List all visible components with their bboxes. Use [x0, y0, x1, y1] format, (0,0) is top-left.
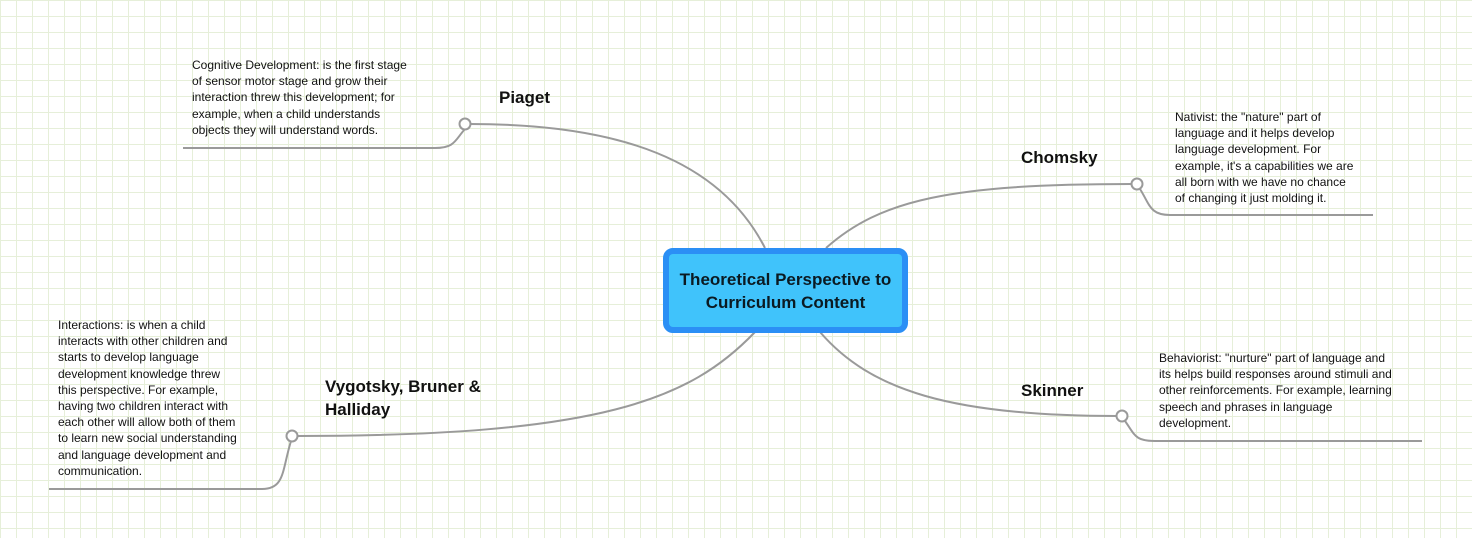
connector-skinner-note: [1124, 420, 1422, 442]
topic-chomsky[interactable]: Chomsky: [1021, 148, 1098, 167]
node-handle-vygotsky: [285, 429, 299, 443]
note-vygotsky[interactable]: Interactions: is when a child interacts …: [58, 318, 237, 478]
node-handle-chomsky: [1130, 177, 1144, 191]
connector-skinner: [819, 331, 1118, 417]
note-chomsky[interactable]: Nativist: the "nature" part of language …: [1175, 110, 1354, 206]
topic-skinner[interactable]: Skinner: [1021, 381, 1084, 400]
central-topic-title: Theoretical Perspective to Curriculum Co…: [679, 269, 892, 312]
connector-chomsky: [825, 183, 1133, 249]
node-handle-piaget: [458, 117, 472, 131]
connector-vygotsky: [296, 331, 756, 437]
note-skinner[interactable]: Behaviorist: "nurture" part of language …: [1159, 351, 1392, 430]
note-piaget[interactable]: Cognitive Development: is the first stag…: [192, 58, 407, 137]
connector-piaget-note: [183, 128, 466, 149]
connector-vygotsky-note: [49, 440, 292, 490]
node-handle-skinner: [1115, 409, 1129, 423]
central-topic[interactable]: Theoretical Perspective to Curriculum Co…: [663, 248, 908, 333]
connector-piaget: [469, 123, 766, 249]
connector-chomsky-note: [1139, 188, 1373, 216]
topic-vygotsky-bruner-halliday[interactable]: Vygotsky, Bruner & Halliday: [325, 377, 481, 419]
topic-piaget[interactable]: Piaget: [499, 88, 551, 107]
